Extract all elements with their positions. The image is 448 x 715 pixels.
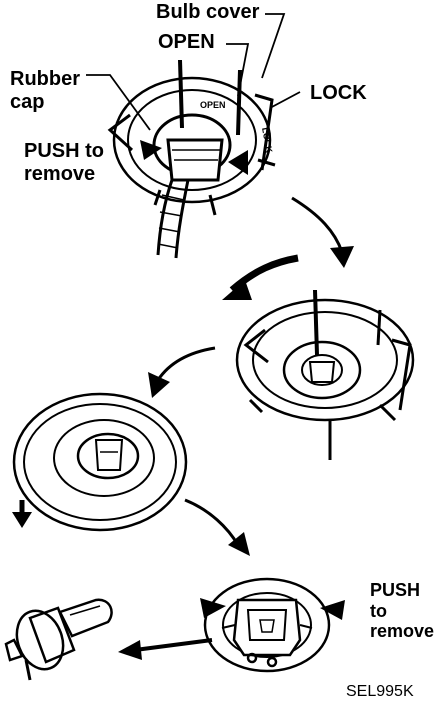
inscription-open: OPEN	[200, 100, 226, 110]
label-rubber-cap: Rubber cap	[10, 68, 80, 113]
step4-bulb-socket	[203, 577, 331, 673]
figure-code: SEL995K	[346, 683, 414, 700]
turn-arrow-head-icon	[222, 280, 252, 300]
push-arrow-right-icon	[228, 150, 248, 175]
step2-cover-rotated	[235, 289, 415, 460]
pull-out-arrow-icon	[134, 638, 213, 652]
rotate-arrow-1-icon	[291, 196, 344, 253]
rotate-arrow-3-icon	[184, 498, 240, 546]
bulb-cover-outer-ring	[112, 76, 272, 204]
rotate-arrow-1-head-icon	[330, 246, 354, 268]
inscription-lock: LOCK	[260, 127, 274, 154]
rotate-arrow-3-head-icon	[228, 532, 250, 556]
push-arrow-left-icon	[140, 140, 162, 160]
push-arrow-socket-left-icon	[200, 598, 226, 618]
label-lock: LOCK	[310, 82, 367, 104]
spin-arrow-head-icon	[12, 512, 32, 528]
step3-cover-removed	[12, 392, 188, 532]
label-push-to-remove-left: PUSH to remove	[24, 140, 104, 185]
label-bulb-cover: Bulb cover	[156, 1, 260, 23]
turn-arrow-icon	[229, 254, 299, 293]
label-open: OPEN	[158, 31, 215, 53]
label-push-to-remove-right: PUSH to remove	[370, 580, 435, 642]
pull-out-arrow-head-icon	[118, 640, 142, 660]
push-arrow-socket-right-icon	[320, 600, 345, 620]
leader-lines	[86, 13, 301, 131]
halogen-bulb	[4, 598, 113, 681]
bulb-glass	[58, 598, 113, 638]
rotate-arrow-2-head-icon	[148, 372, 170, 398]
bulb-base-ring	[15, 609, 65, 671]
rotate-arrow-2-icon	[156, 346, 216, 381]
step1-socket-assembly	[107, 59, 276, 259]
